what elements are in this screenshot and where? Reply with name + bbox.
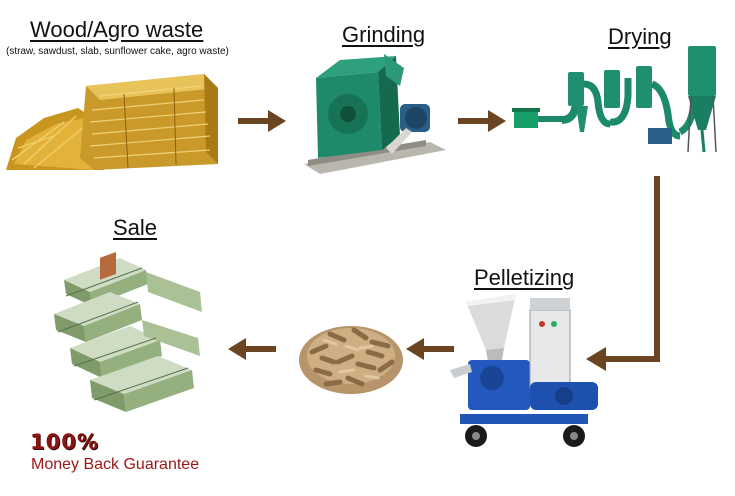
wood-pellets-icon <box>296 312 406 398</box>
stage-subtitle-waste: (straw, sawdust, slab, sunflower cake, a… <box>6 46 229 57</box>
hammer-mill-icon <box>300 50 450 175</box>
flow-arrow-waste-to-grinding <box>238 108 288 134</box>
stage-title-grinding: Grinding <box>342 22 425 48</box>
stage-title-waste: Wood/Agro waste <box>30 17 203 43</box>
airflow-dryer-icon <box>510 44 725 154</box>
stage-title-sale: Sale <box>113 215 157 241</box>
flow-arrow-pellets-to-sale <box>226 336 276 362</box>
straw-bale-icon <box>4 60 228 170</box>
flow-arrow-pelletizing-to-pellets <box>404 336 454 362</box>
guarantee-text: Money Back Guarantee <box>31 456 199 474</box>
stage-title-pelletizing: Pelletizing <box>474 265 574 291</box>
pellet-mill-icon <box>446 290 606 450</box>
flow-arrow-drying-to-pelletizing <box>584 176 666 376</box>
flow-arrow-grinding-to-drying <box>458 108 508 134</box>
money-stack-icon <box>50 252 206 422</box>
guarantee-percent: 100% <box>30 430 99 454</box>
